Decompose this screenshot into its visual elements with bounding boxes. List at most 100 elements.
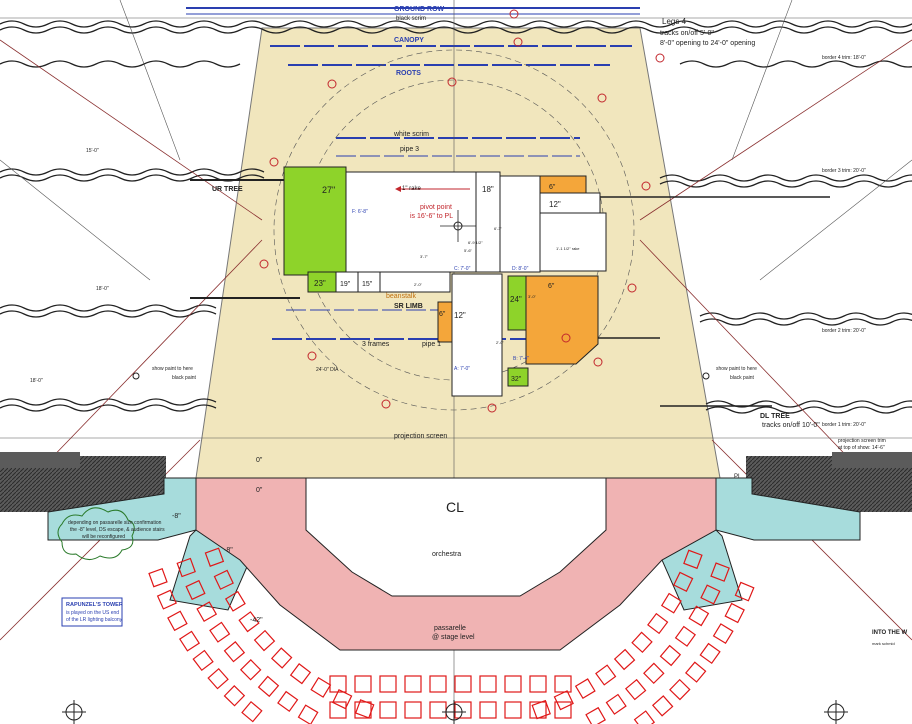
seat [167,610,188,632]
seat [700,584,721,605]
seat [270,647,293,669]
seat [209,621,231,643]
rake-label: 1" rake [402,186,421,192]
seat [631,631,653,654]
show-paint-right: show paint to here [716,366,757,372]
title-block-author: mark schmid [872,641,895,646]
label-23: 23" [314,279,326,288]
seat [684,661,707,683]
audience-seats [148,547,755,724]
beanstalk-label: beanstalk [386,293,416,300]
annotation-circle [327,79,337,89]
seat [624,678,647,701]
annotation-markers [259,9,665,413]
platform-6c [525,275,599,365]
label-d: D: 8'-0" [512,266,529,272]
seat [504,701,522,719]
seat [224,590,246,612]
seat [404,701,422,719]
annotation-circle [627,283,637,293]
label-18: 18" [482,185,494,194]
masking-left-top [0,452,80,468]
label-12b: 12" [454,311,466,320]
annotation-circle [597,93,607,103]
annotation-circle [259,259,269,269]
seat [354,675,372,693]
seat [660,592,682,614]
seat [454,675,472,693]
seat [699,642,721,665]
platform-step [379,271,451,293]
seat [710,562,730,582]
wing-right [715,477,861,541]
seat [204,547,225,567]
label-6c: 6" [548,283,555,290]
platform-27 [283,166,347,276]
annotation-circle [381,399,391,409]
seat [643,662,665,685]
label-19: 19" [340,281,351,288]
note-cloud [57,507,135,560]
proj-trim-label: projection screen trim [838,438,886,444]
seat [454,701,472,719]
annotation-circle [487,403,497,413]
annotation-circle [509,9,519,19]
seat [673,571,694,592]
seat [196,601,218,622]
seat [659,644,682,667]
seat [724,602,745,624]
rapunzel-note-2: is played on the US end [66,610,119,616]
register-marks [62,372,848,724]
dim-g: 3'-7" [420,254,429,259]
label-f: F: 6'-8" [352,209,368,215]
sr-limb-label: SR LIMB [394,303,423,310]
annotation-circle [593,357,603,367]
seat [479,675,497,693]
seat [683,549,703,570]
pipe1-label: pipe 1 [422,341,441,348]
seat [253,629,276,652]
seat [156,589,177,610]
platform-6a [539,175,587,194]
seat [712,623,734,645]
dim-15: 15'-0" [86,148,99,154]
seat [531,699,551,720]
annotation-circle [307,351,317,361]
seat [529,675,547,693]
roots-label: ROOTS [396,70,421,77]
seat [553,690,574,711]
pl-mark: PL [734,474,742,480]
border4-label: border 4 trim: 18'-0" [822,55,866,61]
black-scrim-label: black scrim [396,16,426,22]
seat [554,675,572,693]
dim-18b: 18'-0" [30,378,43,384]
seat [595,664,617,686]
seat [277,690,299,713]
depending-note-3: will be reconfigured [82,534,125,540]
seat [429,701,447,719]
centerline-label: CL [446,499,464,515]
orchestra-pit [305,477,607,597]
seat [404,675,422,693]
label-a: A: 7'-0" [454,366,470,372]
platform-12b [451,273,503,397]
seat [429,675,447,693]
border3-label: border 3 trim: 20'-0" [822,168,866,174]
seat [223,685,246,707]
show-paint-left: show paint to here [152,366,193,372]
seat [289,663,312,685]
pipe3-label: pipe 3 [400,146,419,153]
border2-label: border 2 trim: 20'-0" [822,328,866,334]
seat [329,701,347,719]
seat [688,605,710,627]
masking-right-top [832,452,912,468]
seat [379,675,397,693]
label-12a: 12" [549,200,561,209]
pivot-detail-label: is 16'-6" to PL [410,213,453,220]
seat [185,579,206,601]
ur-tree-label: UR TREE [212,186,243,193]
legs-tracks-label: tracks on/off 5'-0" [660,30,714,37]
platform-rake [539,212,607,272]
rapunzel-note-box [61,597,123,627]
